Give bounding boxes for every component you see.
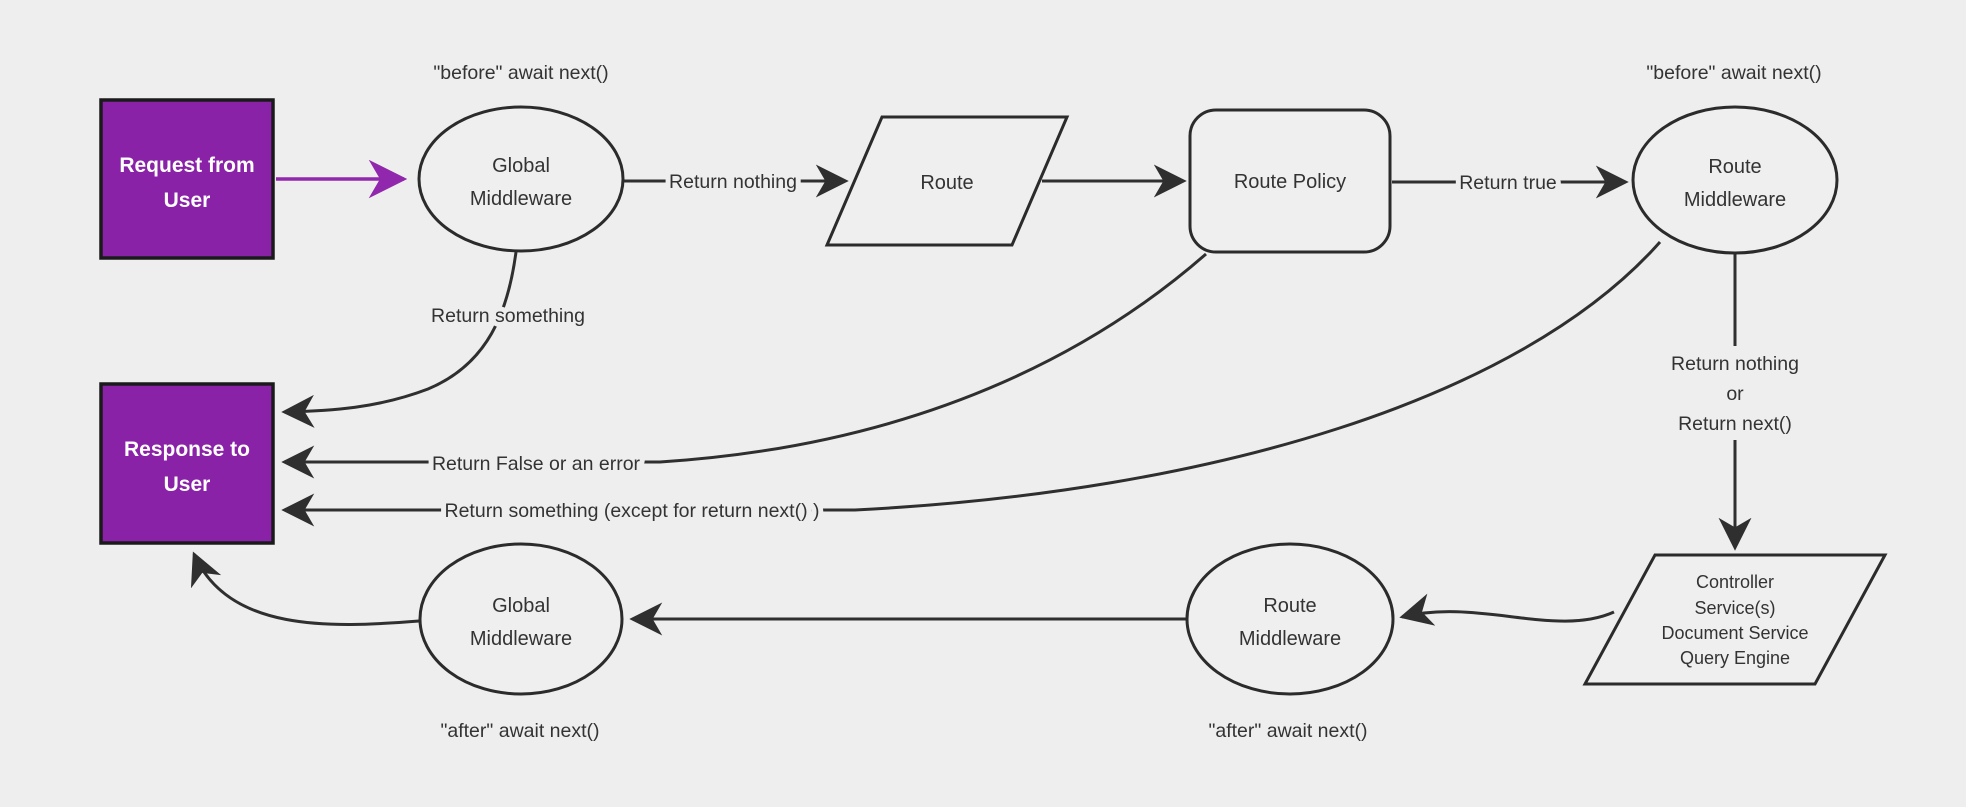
nodes: Request from User Response to User Globa…	[99, 98, 1888, 696]
return-nothing-or-label-line2: or	[1726, 383, 1744, 405]
request-from-user-box	[99, 98, 275, 260]
global-middleware-bottom-label-line2: Middleware	[470, 628, 572, 650]
edge-route-policy-to-response	[281, 252, 1207, 479]
edge-controller-to-route-middleware-bottom	[1399, 593, 1615, 626]
before-await-next-label-global: "before" await next()	[433, 62, 608, 84]
before-await-next-label-route: "before" await next()	[1646, 62, 1821, 84]
route-middleware-top-label-line2: Middleware	[1684, 189, 1786, 211]
edge-route-middleware-to-response	[281, 241, 1662, 527]
edges	[191, 159, 1752, 636]
request-from-user-label-line1: Request from	[119, 154, 254, 177]
return-nothing-or-label-line3: Return next()	[1678, 413, 1792, 435]
after-await-next-label-global: "after" await next()	[440, 720, 599, 742]
response-to-user-label-line1: Response to	[124, 438, 250, 461]
global-middleware-top-ellipse	[417, 105, 625, 253]
route-middleware-top-ellipse	[1631, 105, 1839, 255]
return-something-except-label: Return something (except for return next…	[445, 500, 820, 522]
route-middleware-bottom-label-line2: Middleware	[1239, 628, 1341, 650]
controller-label-line2: Service(s)	[1694, 598, 1775, 618]
response-to-user-label-line2: User	[164, 473, 211, 496]
edge-labels: "before" await next() "before" await nex…	[426, 57, 1827, 747]
after-await-next-label-route: "after" await next()	[1208, 720, 1367, 742]
return-false-or-error-label: Return False or an error	[432, 453, 641, 475]
request-from-user-node: Request from User	[99, 98, 275, 260]
route-node: Route	[824, 115, 1070, 247]
controller-label-line1: Controller	[1696, 572, 1774, 592]
global-middleware-top-label-line2: Middleware	[470, 188, 572, 210]
controller-services-node: Controller Service(s) Document Service Q…	[1582, 553, 1888, 686]
response-to-user-node: Response to User	[99, 382, 275, 545]
response-to-user-box	[99, 382, 275, 545]
global-middleware-top-node: Global Middleware	[417, 105, 625, 253]
route-middleware-bottom-node: Route Middleware	[1185, 542, 1395, 696]
global-middleware-top-label-line1: Global	[492, 155, 550, 177]
route-middleware-top-node: Route Middleware	[1631, 105, 1839, 255]
controller-label-line4: Query Engine	[1680, 648, 1790, 668]
route-label: Route	[920, 172, 973, 194]
request-from-user-label-line2: User	[164, 189, 211, 212]
controller-services-parallelogram	[1582, 553, 1888, 686]
route-middleware-top-label-line1: Route	[1708, 156, 1761, 178]
global-middleware-bottom-ellipse	[418, 542, 624, 696]
controller-label-line3: Document Service	[1661, 623, 1808, 643]
return-something-label: Return something	[431, 305, 585, 327]
route-middleware-bottom-label-line1: Route	[1263, 595, 1316, 617]
global-middleware-bottom-label-line1: Global	[492, 595, 550, 617]
global-middleware-bottom-node: Global Middleware	[418, 542, 624, 696]
route-policy-label: Route Policy	[1234, 171, 1346, 193]
return-true-label: Return true	[1459, 172, 1557, 194]
edge-global-middleware-to-response	[281, 251, 518, 428]
route-parallelogram	[824, 115, 1070, 247]
route-policy-box	[1188, 108, 1392, 254]
return-nothing-or-label-line1: Return nothing	[1671, 353, 1799, 375]
return-nothing-label: Return nothing	[669, 171, 797, 193]
edge-global-middleware-bottom-to-response	[191, 551, 420, 626]
route-policy-node: Route Policy	[1188, 108, 1392, 254]
route-middleware-bottom-ellipse	[1185, 542, 1395, 696]
